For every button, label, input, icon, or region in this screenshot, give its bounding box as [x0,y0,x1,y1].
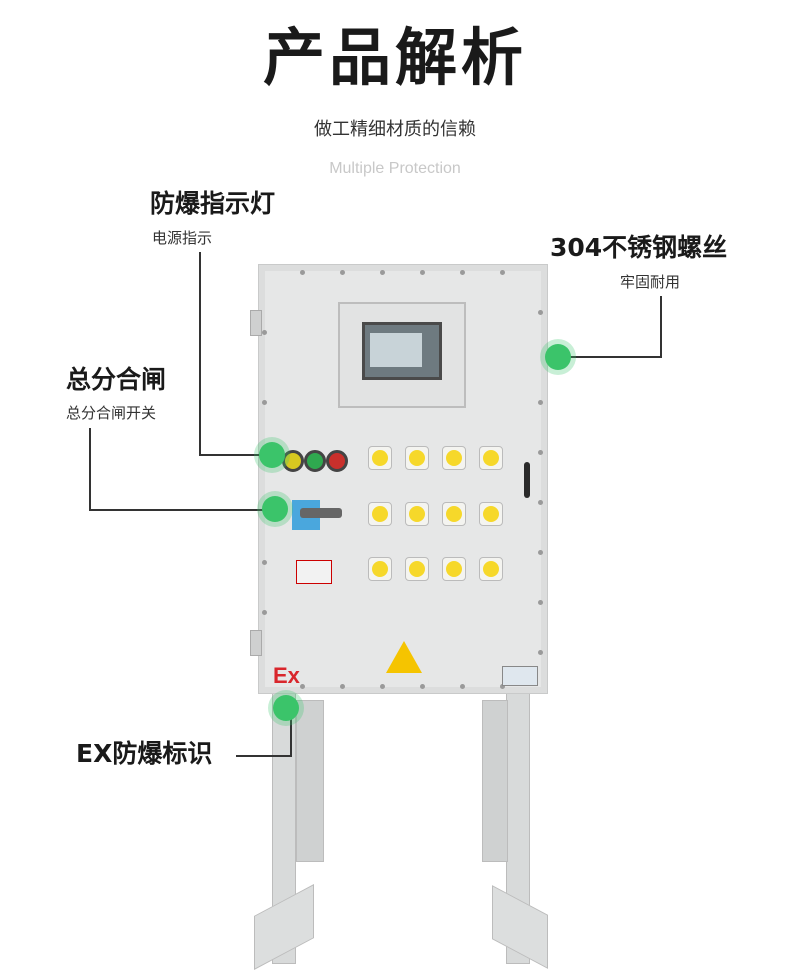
bolt [500,684,505,689]
bolt [262,560,267,565]
indicator-light-yellow [282,450,304,472]
callout-indicator-desc: 电源指示 [152,229,213,247]
bolt [500,270,505,275]
rotary-switch [368,502,392,526]
rotary-switch [405,502,429,526]
bolt [538,650,543,655]
callout-switch-line-v [89,428,91,510]
bolt [538,550,543,555]
nameplate [502,666,538,686]
hotspot-main-switch[interactable] [262,496,288,522]
door-hinge-bottom [250,630,262,656]
page-subtitle: 做工精细材质的信赖 [314,119,476,140]
rotary-switch [442,502,466,526]
indicator-light-red [326,450,348,472]
indicator-light-green [304,450,326,472]
door-handle [524,462,530,498]
rotary-switch [442,557,466,581]
callout-switch-title: 总分合闸 [66,365,167,394]
bolt [300,684,305,689]
bolt [420,684,425,689]
callout-ex-title: EX防爆标识 [76,739,213,768]
main-breaker-handle [300,508,342,518]
bolt [460,684,465,689]
callout-indicator-line-h [199,454,271,456]
bolt [380,270,385,275]
hotspot-screws[interactable] [545,344,571,370]
callout-switch-line-h [89,509,273,511]
rotary-switch [405,557,429,581]
bolt [262,330,267,335]
callout-screws-title: 304不锈钢螺丝 [550,233,728,262]
ex-mark: Ex [273,663,300,688]
bolt [538,600,543,605]
bolt [460,270,465,275]
rotary-switch [479,557,503,581]
callout-screws-desc: 牢固耐用 [620,273,681,291]
bolt [340,270,345,275]
bolt [538,500,543,505]
bolt [420,270,425,275]
cabinet-leg-left-inner [296,700,324,862]
callout-ex-line-h [236,755,292,757]
callout-screws-line-v [660,296,662,357]
rotary-switch [479,446,503,470]
rotary-switch [368,557,392,581]
bolt [380,684,385,689]
bolt [340,684,345,689]
callout-indicator-title: 防爆指示灯 [150,189,276,218]
door-hinge-top [250,310,262,336]
rotary-switch [405,446,429,470]
electric-hazard-icon [386,641,422,673]
bolt [538,450,543,455]
callout-switch-desc: 总分合闸开关 [66,404,157,422]
bolt [538,310,543,315]
cabinet-leg-right-inner [482,700,508,862]
rotary-switch [368,446,392,470]
rotary-switch [479,502,503,526]
hotspot-indicator[interactable] [259,442,285,468]
bolt [262,610,267,615]
bolt [300,270,305,275]
callout-indicator-line-v [199,252,201,455]
page-subtitle-en: Multiple Protection [329,160,461,177]
bolt [538,400,543,405]
hotspot-ex-mark[interactable] [273,695,299,721]
callout-screws-line-h [561,356,662,358]
warning-label [296,560,332,584]
callout-ex-line-v [290,708,292,757]
bolt [262,400,267,405]
hmi-display [370,333,422,367]
rotary-switch [442,446,466,470]
page-title: 产品解析 [262,21,527,94]
